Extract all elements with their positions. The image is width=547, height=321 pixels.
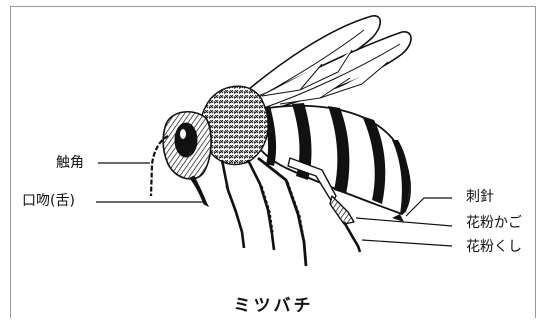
figure-title: ミツバチ xyxy=(0,291,547,316)
pollen-basket-tibia xyxy=(330,196,354,224)
label-antenna: 触角 xyxy=(56,154,84,172)
abdomen xyxy=(246,103,410,214)
label-stinger: 刺針 xyxy=(466,188,494,206)
label-mouthparts: 口吻(舌) xyxy=(22,192,75,210)
head xyxy=(163,112,211,179)
stinger-leader xyxy=(406,198,452,216)
label-pollen-basket: 花粉かご xyxy=(466,214,522,232)
pollen-basket-leader xyxy=(356,218,452,226)
thorax xyxy=(201,86,268,164)
compound-eye xyxy=(175,123,197,157)
pollen-comb-leader xyxy=(362,240,452,246)
label-pollen-comb: 花粉くし xyxy=(466,238,522,256)
